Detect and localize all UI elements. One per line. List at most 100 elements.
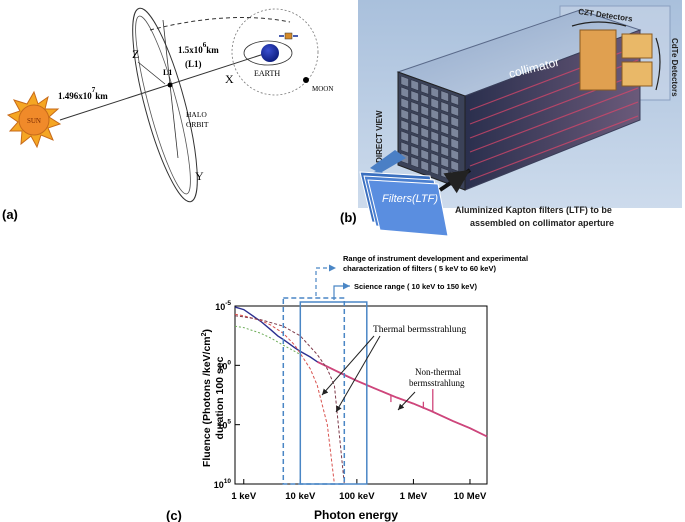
aperture-cell — [440, 101, 449, 113]
aperture-cell — [420, 138, 429, 150]
y-axis-label-2: duration 100 sec — [214, 356, 226, 439]
aperture-cell — [440, 112, 449, 124]
aperture-cell — [410, 145, 419, 157]
panel-c-label: (c) — [166, 508, 182, 522]
sun-label: SUN — [27, 117, 41, 125]
sun-icon: SUN — [6, 90, 62, 149]
sun-direct-view-label: SUN DIRECT VIEW — [375, 110, 384, 182]
aperture-cell — [400, 97, 409, 110]
series-thermal-3 — [234, 325, 301, 356]
x-tick-label: 1 MeV — [400, 491, 428, 502]
cdte-detector-2 — [621, 61, 653, 87]
aperture-cell — [450, 105, 459, 117]
aperture-cell — [440, 145, 449, 157]
aperture-cell — [420, 127, 429, 139]
aperture-cell — [440, 134, 449, 146]
x-tick-label: 10 MeV — [454, 491, 487, 502]
aperture-cell — [410, 123, 419, 135]
aperture-cell — [450, 127, 459, 139]
aperture-cell — [400, 108, 409, 121]
panel-b-label: (b) — [340, 210, 357, 225]
range-label-1: Range of instrument development and expe… — [343, 254, 528, 263]
aperture-cell — [440, 123, 449, 135]
moon-orbit — [231, 8, 319, 96]
panel-b: collimator CZT Detectors CdTe Detectors … — [340, 0, 682, 237]
aperture-cell — [410, 112, 419, 124]
aperture-cell — [430, 141, 439, 154]
x-tick-label: 1 keV — [231, 491, 256, 502]
aperture-cell — [400, 119, 409, 132]
y-tick-label: 105 — [217, 419, 231, 431]
moon-label: MOON — [312, 85, 333, 93]
cdte-label: CdTe Detectors — [670, 38, 679, 97]
sun-view-arrow — [362, 150, 406, 178]
distance-l1: 1.5x106km — [178, 41, 219, 55]
halo-label-1: HALO — [186, 110, 207, 119]
aperture-cell — [400, 75, 409, 88]
science-range-box — [299, 301, 368, 485]
chart-series — [234, 306, 488, 485]
aperture-cell — [450, 138, 459, 150]
aperture-cell — [400, 86, 409, 99]
y-tick-label: 100 — [217, 359, 231, 371]
nonthermal-label-1: Non-thermal — [415, 367, 461, 377]
aperture-cell — [420, 160, 429, 172]
aperture-cell — [450, 116, 459, 128]
axis-z: Z — [132, 47, 139, 61]
aperture-cell — [430, 130, 439, 143]
aperture-cell — [430, 86, 439, 99]
panel-a: SUN Z L1 X Y 1.5x106km (L1) 1.496x107km … — [2, 7, 333, 222]
caption-line-1: Aluminized Kapton filters (LTF) to be — [455, 205, 612, 215]
czt-detector — [579, 29, 617, 91]
axis-x: X — [225, 72, 234, 86]
aperture-cell — [430, 163, 439, 176]
panel-a-label: (a) — [2, 207, 18, 222]
aperture-cell — [430, 108, 439, 121]
earth-icon — [261, 44, 279, 62]
satellite-icon — [279, 32, 298, 40]
series-nonthermal — [316, 360, 488, 438]
filter-range-box — [282, 297, 346, 485]
filters-label: Filters(LTF) — [382, 193, 438, 205]
aperture-cell — [430, 119, 439, 132]
earth-label: EARTH — [254, 69, 280, 78]
aperture-cell — [410, 90, 419, 102]
l1-label: L1 — [163, 68, 172, 77]
aperture-cell — [450, 94, 459, 106]
axis-y: Y — [195, 169, 204, 183]
aperture-cell — [420, 94, 429, 106]
aperture-cell — [430, 152, 439, 165]
y-axis-label: Fluence (Photons /keV/cm2) — [201, 329, 213, 467]
halo-label-2: ORBIT — [186, 120, 209, 129]
range-label-2: characterization of filters ( 5 keV to 6… — [343, 264, 496, 273]
sun-earth-line — [59, 51, 271, 121]
aperture-cell — [420, 105, 429, 117]
aperture-cell — [420, 83, 429, 95]
aperture-cell — [410, 134, 419, 146]
aperture-cell — [400, 130, 409, 143]
y-tick-label: 1010 — [214, 478, 232, 490]
x-axis-label: Photon energy — [314, 508, 398, 522]
thermal-label: Thermal bermsstrahlung — [373, 325, 466, 335]
moon-icon — [303, 77, 309, 83]
x-tick-label: 100 keV — [339, 491, 375, 502]
cdte-detector-1 — [621, 33, 653, 59]
science-label: Science range ( 10 keV to 150 keV) — [354, 282, 477, 291]
nonthermal-label-2: bermsstrahlung — [409, 378, 465, 388]
aperture-cell — [410, 101, 419, 113]
aperture-cell — [400, 141, 409, 154]
x-tick-label: 10 keV — [285, 491, 316, 502]
aperture-cell — [420, 116, 429, 128]
distance-l1-tag: (L1) — [185, 59, 202, 69]
caption-line-2: assembled on collimator aperture — [470, 218, 614, 228]
aperture-cell — [450, 149, 459, 161]
aperture-cell — [410, 79, 419, 91]
distance-sun: 1.496x107km — [58, 86, 108, 101]
aperture-cell — [430, 97, 439, 110]
aperture-cell — [440, 90, 449, 102]
aperture-cell — [410, 156, 419, 168]
energy-ranges — [282, 297, 368, 485]
